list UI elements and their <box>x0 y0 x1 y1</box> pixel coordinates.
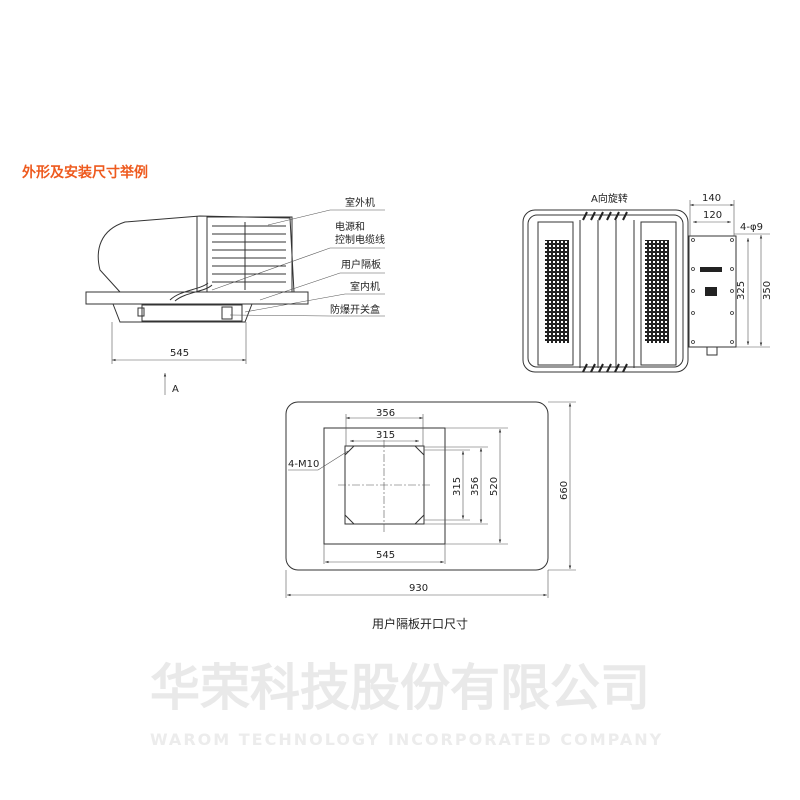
partition-outline <box>285 401 549 571</box>
dim-120: 120 <box>703 210 722 221</box>
dim-325: 325 <box>736 281 747 300</box>
warom-logo-icon <box>705 287 717 296</box>
cutout-caption: 用户隔板开口尺寸 <box>372 616 468 631</box>
left-grille <box>545 240 569 343</box>
view-arrow-label: A <box>172 384 179 395</box>
right-grille <box>645 240 669 343</box>
top-view-title: A向旋转 <box>591 192 628 205</box>
watermark-en: WAROM TECHNOLOGY INCORPORATED COMPANY <box>150 730 663 749</box>
dim-315-horizontal: 315 <box>376 430 395 441</box>
label-switch-box: 防爆开关盒 <box>330 303 380 316</box>
bolts-label: 4-M10 <box>288 459 319 470</box>
label-indoor-unit: 室内机 <box>350 280 380 293</box>
label-user-partition: 用户隔板 <box>341 258 381 271</box>
side-view: 545 A 室外机 电源和 控制电缆线 用户隔板 室内机 防爆开关盒 <box>85 196 385 395</box>
dim-350: 350 <box>762 281 773 300</box>
watermark-cn: 华荣科技股份有限公司 <box>150 659 650 717</box>
dim-660: 660 <box>559 481 570 500</box>
holes-label: 4-φ9 <box>740 222 763 233</box>
label-power-cable-2: 控制电缆线 <box>335 233 385 246</box>
dim-315-vertical: 315 <box>452 477 463 496</box>
dim-356-horizontal: 356 <box>376 408 395 419</box>
label-power-cable-1: 电源和 <box>335 220 365 233</box>
side-dim-545: 545 <box>170 348 189 359</box>
dim-140: 140 <box>702 193 721 204</box>
dim-520: 520 <box>489 477 500 496</box>
opening-outline <box>323 427 446 545</box>
nameplate <box>700 267 722 272</box>
dim-356-vertical: 356 <box>470 477 481 496</box>
watermark: 华荣科技股份有限公司 WAROM TECHNOLOGY INCORPORATED… <box>150 659 663 749</box>
cutout-view: 356 315 4-M10 315 356 520 660 545 930 用户… <box>285 401 576 631</box>
dim-545: 545 <box>376 550 395 561</box>
dim-930: 930 <box>409 583 428 594</box>
top-view: A向旋转 140 120 4-φ9 325 <box>522 192 773 373</box>
label-outdoor-unit: 室外机 <box>345 196 375 209</box>
page-title: 外形及安装尺寸举例 <box>22 164 148 181</box>
